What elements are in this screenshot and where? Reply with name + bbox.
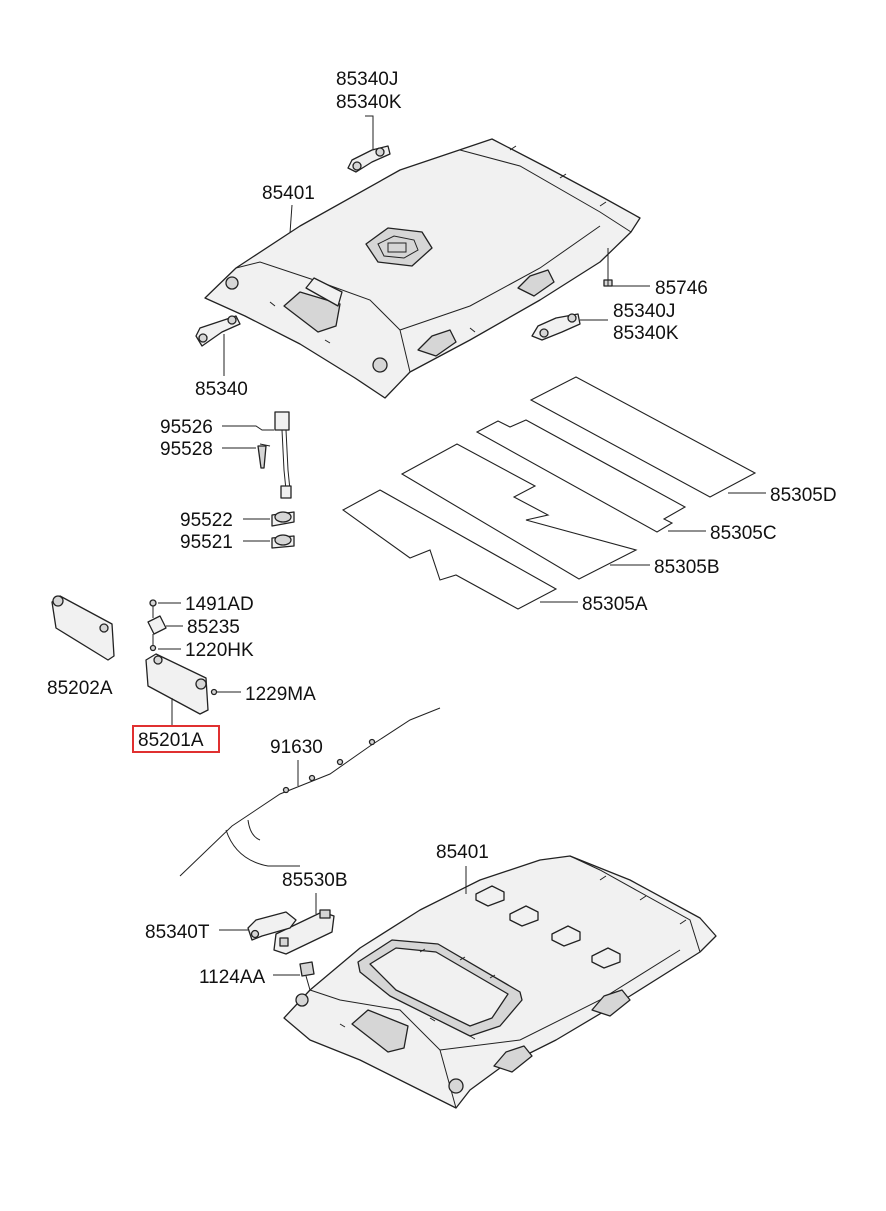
label-1491ad: 1491AD	[185, 594, 254, 615]
pad-sheet-d[interactable]	[529, 376, 757, 498]
sun-visor-left-label: 85202A	[47, 678, 113, 699]
label-85305a: 85305A	[582, 594, 648, 615]
label-85746: 85746	[655, 278, 708, 299]
label-85305d: 85305D	[770, 485, 837, 506]
bolt-1124aa-label: 1124AA	[199, 967, 300, 988]
label-85201a: 85201A	[138, 730, 204, 751]
label-85340: 85340	[195, 379, 248, 400]
label-85340k-top: 85340K	[336, 92, 402, 113]
label-91630: 91630	[270, 737, 323, 758]
lamp-harness[interactable]	[257, 411, 295, 549]
wiring-harness[interactable]	[179, 707, 441, 877]
label-95521: 95521	[180, 532, 233, 553]
label-85401-upper: 85401	[262, 183, 315, 204]
clip-85746[interactable]: 85746	[603, 248, 708, 299]
lamp-labels: 95526 95528 95522 95521	[160, 417, 274, 553]
label-1220hk: 1220HK	[185, 640, 254, 661]
label-85305c: 85305C	[710, 523, 777, 544]
label-85340j-right: 85340J	[613, 301, 675, 322]
pad-labels: 85305D 85305C 85305B 85305A	[540, 485, 837, 615]
grab-handle-top[interactable]	[347, 145, 391, 173]
pad-sheet-a[interactable]	[341, 489, 558, 610]
grab-handle-left[interactable]	[195, 315, 241, 347]
label-1124aa: 1124AA	[199, 967, 266, 988]
label-85235: 85235	[187, 617, 240, 638]
lower-headliner-label: 85401	[436, 842, 489, 894]
upper-headliner[interactable]	[204, 138, 641, 399]
wiring-label: 91630	[270, 737, 323, 786]
grab-handle-right[interactable]	[531, 313, 581, 341]
label-85340j-top: 85340J	[336, 69, 398, 90]
grab-handle-85340t-label: 85340T	[145, 922, 248, 943]
sun-visor-left[interactable]	[51, 595, 115, 661]
grab-handle-85340t[interactable]	[247, 911, 297, 941]
label-95528: 95528	[160, 439, 213, 460]
highlight-box	[132, 725, 220, 753]
label-85305b: 85305B	[654, 557, 720, 578]
bolt-1124aa[interactable]	[299, 961, 315, 991]
label-85340t: 85340T	[145, 922, 210, 943]
visor-clip-set[interactable]	[147, 599, 167, 652]
lower-headliner[interactable]	[283, 855, 717, 1109]
pad-sheet-c[interactable]	[475, 419, 687, 533]
grab-handle-top-label: 85340J 85340K	[336, 69, 402, 150]
bracket-85530b[interactable]	[273, 909, 335, 955]
label-95526: 95526	[160, 417, 213, 438]
grab-handle-right-label: 85340J 85340K	[580, 301, 679, 344]
upper-headliner-label: 85401	[262, 183, 315, 234]
sun-visor-right[interactable]	[145, 653, 218, 715]
bracket-85530b-label: 85530B	[282, 870, 348, 914]
label-95522: 95522	[180, 510, 233, 531]
label-85530b: 85530B	[282, 870, 348, 891]
label-85401-lower: 85401	[436, 842, 489, 863]
sun-visor-right-label: 1229MA 85201A	[132, 684, 316, 753]
pad-sheet-b[interactable]	[400, 443, 638, 580]
label-85202a: 85202A	[47, 678, 113, 699]
label-85340k-right: 85340K	[613, 323, 679, 344]
label-1229ma: 1229MA	[245, 684, 316, 705]
grab-handle-left-label: 85340	[195, 334, 248, 400]
visor-clip-labels: 1491AD 85235 1220HK	[158, 594, 254, 661]
